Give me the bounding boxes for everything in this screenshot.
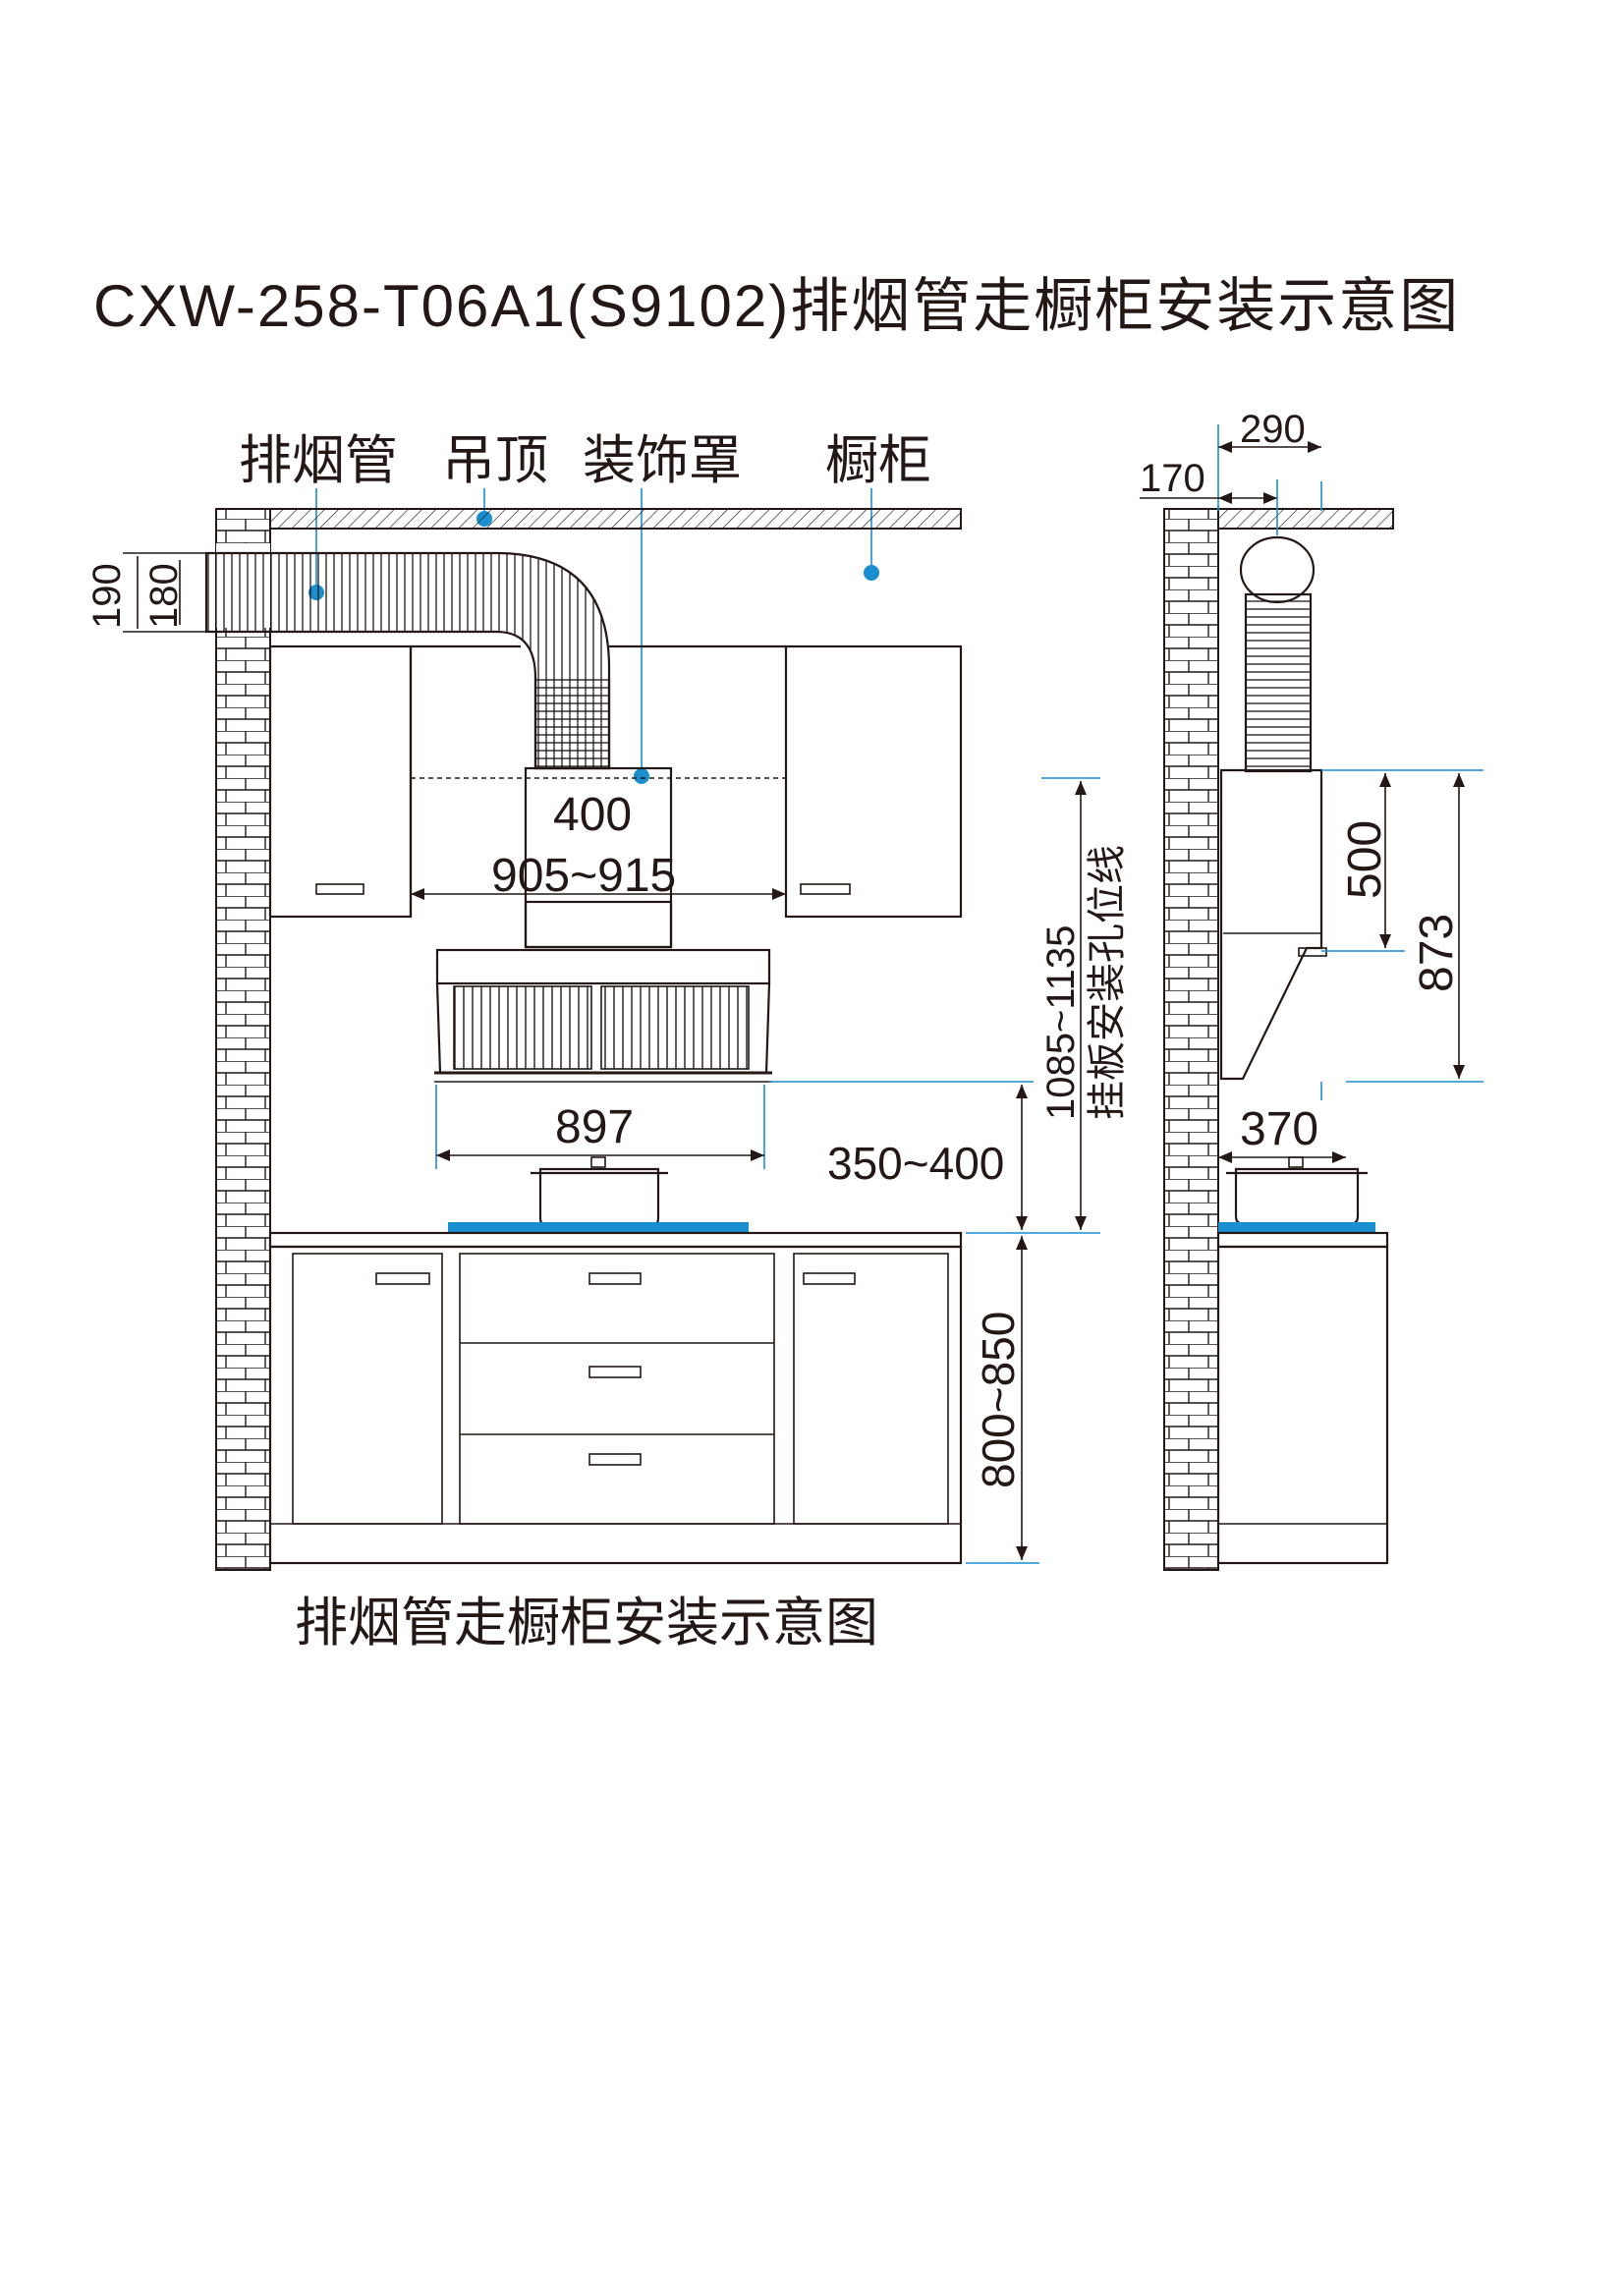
label-ceiling: 吊顶 [442, 431, 548, 490]
dim-pipe-height: 190 180 [85, 552, 211, 633]
dim-190: 190 [85, 563, 129, 629]
side-brick-wall [1163, 508, 1219, 1571]
dim-897: 897 [555, 1101, 634, 1153]
stove-side [1218, 1222, 1375, 1233]
dim-873: 873 [1411, 914, 1463, 992]
side-view: 290 170 500 873 370 [1140, 408, 1484, 1571]
pot-side [1226, 1156, 1368, 1226]
pot-front [531, 1156, 668, 1228]
lower-cabinet [268, 1245, 963, 1565]
range-hood [435, 948, 771, 985]
dim-180: 180 [142, 563, 186, 629]
dim-400: 400 [553, 789, 632, 841]
label-mount-line: 挂板安装孔位线 [1086, 845, 1129, 1120]
exhaust-pipe [204, 551, 611, 770]
side-countertop [1216, 1231, 1389, 1249]
upper-cabinet-right [784, 644, 963, 919]
ceiling-slab [269, 508, 962, 530]
dim-170: 170 [1140, 457, 1205, 500]
diagram-title: CXW-258-T06A1(S9102)排烟管走橱柜安装示意图 [93, 273, 1460, 339]
dim-350-400: 350~400 [827, 1138, 1004, 1189]
dim-905-915: 905~915 [491, 850, 676, 902]
label-cabinet: 橱柜 [825, 431, 931, 490]
side-exhaust-pipe [1244, 592, 1313, 773]
label-cover: 装饰罩 [583, 431, 742, 490]
label-pipe: 排烟管 [239, 431, 398, 490]
front-view: 190 180 400 905~915 897 [85, 508, 1129, 1571]
dim-1085-1135: 1085~1135 [1039, 925, 1083, 1120]
dim-800-850: 800~850 [973, 1312, 1024, 1488]
side-range-hood [1219, 768, 1323, 1081]
stove-front [448, 1222, 749, 1233]
dim-290: 290 [1240, 408, 1306, 451]
dim-500: 500 [1339, 820, 1391, 899]
side-lower-cabinet [1216, 1245, 1389, 1565]
upper-cabinet-left [268, 644, 413, 919]
brick-wall [215, 508, 271, 1571]
dim-370: 370 [1240, 1103, 1318, 1155]
diagram-caption: 排烟管走橱柜安装示意图 [295, 1594, 878, 1652]
side-ceiling-slab [1217, 508, 1394, 530]
countertop [268, 1231, 963, 1249]
